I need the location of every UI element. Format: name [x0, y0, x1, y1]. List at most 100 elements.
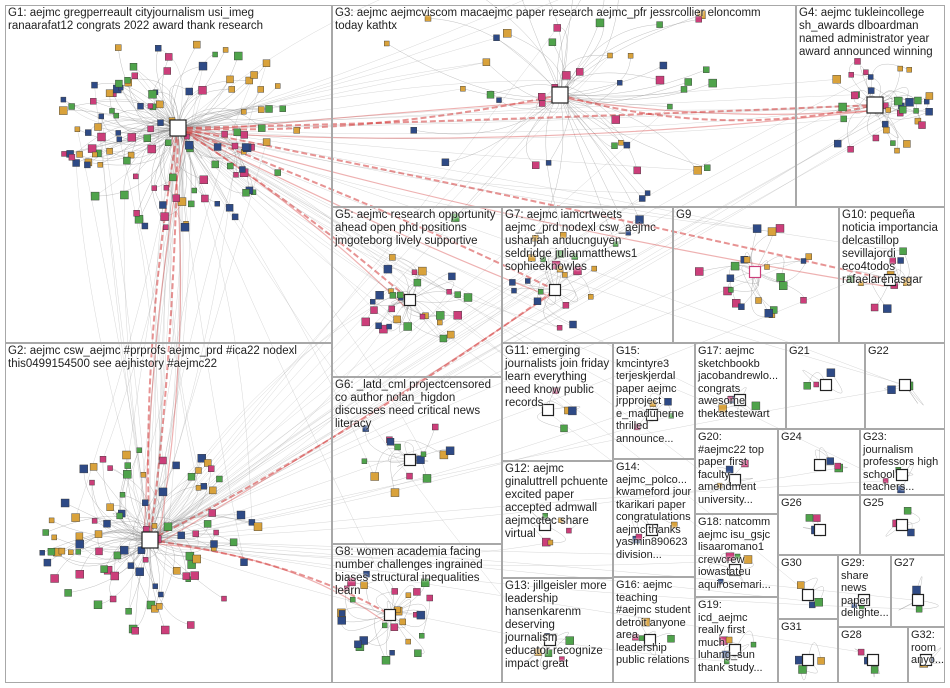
- graph-node: [680, 86, 688, 93]
- group-panel-g5[interactable]: G5: aejmc research opportunity ahead ope…: [332, 207, 502, 377]
- group-panel-g25[interactable]: G25: [860, 495, 945, 555]
- graph-node: [671, 521, 678, 529]
- edge: [177, 118, 297, 131]
- graph-node: [142, 499, 149, 506]
- hub-node: [813, 458, 827, 472]
- group-label-g20: G20: #aejmc22 top paper first faculty am…: [698, 431, 765, 506]
- graph-node: [418, 266, 427, 276]
- group-panel-g19[interactable]: G19: icd_aejmc really first much luhang_…: [695, 597, 778, 683]
- graph-node: [545, 160, 552, 166]
- graph-node: [163, 185, 170, 191]
- graph-node: [169, 173, 177, 182]
- edge: [526, 94, 561, 166]
- graph-node: [375, 322, 382, 329]
- graph-node: [199, 175, 209, 185]
- edge: [531, 254, 558, 291]
- graph-node: [743, 555, 753, 564]
- graph-node: [800, 258, 807, 264]
- graph-node: [813, 381, 819, 388]
- group-label-g15: G15: kmcintyre3 terjeskjerdal paper aejm…: [616, 345, 684, 445]
- group-label-g8: G8: women academia facing number challen…: [335, 546, 483, 597]
- graph-node: [617, 80, 623, 86]
- graph-node: [226, 162, 234, 170]
- group-panel-g31[interactable]: G31: [778, 619, 838, 683]
- graph-node: [68, 154, 76, 161]
- graph-node: [91, 518, 98, 524]
- group-panel-g12[interactable]: G12: aejmc ginaluttrell pchuente excited…: [502, 461, 613, 578]
- group-panel-g24[interactable]: G24: [778, 429, 860, 495]
- graph-node: [566, 527, 572, 534]
- group-panel-g30[interactable]: G30: [778, 555, 838, 619]
- group-panel-g29[interactable]: G29: share news paper delighte...: [838, 555, 891, 627]
- graph-node: [918, 121, 926, 129]
- node-layer: [39, 10, 934, 674]
- group-panel-g9[interactable]: G9: [673, 207, 839, 343]
- group-panel-g10[interactable]: G10: pequeña noticia importancia delcast…: [839, 207, 945, 343]
- group-panel-g21[interactable]: G21: [786, 343, 865, 429]
- graph-node: [539, 100, 546, 107]
- graph-node: [51, 534, 57, 541]
- group-panel-g14[interactable]: G14: aejmc_polco... kwameford jour tkari…: [613, 459, 695, 577]
- edge: [177, 127, 907, 388]
- group-panel-g1[interactable]: G1: aejmc gregperreault cityjournalism u…: [5, 5, 332, 343]
- graph-node: [894, 96, 903, 106]
- edge: [149, 295, 394, 541]
- group-panel-g7[interactable]: G7: aejmc iamcrtweets aejmc_prd nodexl c…: [502, 207, 673, 343]
- graph-node: [411, 269, 418, 275]
- group-panel-g6[interactable]: G6: _latd_cml projectcensored co author …: [332, 377, 502, 544]
- graph-node: [115, 79, 123, 88]
- graph-node: [635, 215, 644, 224]
- graph-node: [95, 547, 103, 556]
- group-panel-g32[interactable]: G32: room anyo...: [908, 627, 945, 683]
- graph-node: [612, 241, 619, 247]
- edge: [149, 522, 215, 545]
- graph-node: [50, 574, 59, 583]
- graph-node: [156, 603, 163, 610]
- graph-node: [413, 588, 421, 596]
- group-panel-g15[interactable]: G15: kmcintyre3 terjeskjerdal paper aejm…: [613, 343, 695, 459]
- group-panel-g27[interactable]: G27: [891, 555, 945, 627]
- graph-node: [899, 247, 907, 255]
- graph-node: [639, 195, 646, 202]
- graph-node: [362, 425, 369, 432]
- group-panel-g16[interactable]: G16: aejmc teaching #aejmc student detro…: [613, 577, 695, 683]
- graph-node: [265, 105, 273, 113]
- edge: [149, 294, 380, 541]
- graph-node: [894, 147, 900, 154]
- graph-node: [732, 299, 741, 308]
- edge: [559, 94, 640, 220]
- group-panel-g23[interactable]: G23: journalism professors high school t…: [860, 429, 945, 495]
- group-panel-g22[interactable]: G22: [865, 343, 945, 429]
- group-panel-g17[interactable]: G17: aejmc sketchbookb jacobandrewlo... …: [695, 343, 786, 429]
- group-panel-g20[interactable]: G20: #aejmc22 top paper first faculty am…: [695, 429, 778, 514]
- hub-node: [895, 468, 909, 482]
- edge: [455, 94, 561, 218]
- graph-node: [209, 486, 217, 495]
- graph-node: [649, 400, 657, 407]
- graph-node: [109, 108, 115, 114]
- edge: [177, 127, 230, 208]
- group-panel-g2[interactable]: G2: aejmc csw_aejmc #prprofs aejmc_prd #…: [5, 343, 332, 683]
- graph-node: [832, 75, 841, 84]
- graph-node: [421, 578, 430, 587]
- group-panel-g26[interactable]: G26: [778, 495, 860, 555]
- group-panel-g3[interactable]: G3: aejmc aejmcviscom macaejmc paper res…: [332, 5, 796, 207]
- group-panel-g8[interactable]: G8: women academia facing number challen…: [332, 544, 502, 683]
- group-label-g11: G11: emerging journalists join friday le…: [505, 345, 610, 409]
- graph-node: [344, 585, 350, 592]
- edge: [79, 537, 151, 575]
- group-panel-g18[interactable]: G18: natcomm aejmc isu_gsjc lisaaromano1…: [695, 514, 778, 597]
- group-panel-g28[interactable]: G28: [838, 627, 908, 683]
- group-panel-g13[interactable]: G13: jillgeisler more leadership hansenk…: [502, 578, 613, 683]
- graph-node: [764, 309, 773, 318]
- group-panel-g11[interactable]: G11: emerging journalists join friday le…: [502, 343, 613, 461]
- graph-node: [419, 633, 425, 639]
- edge: [904, 384, 924, 406]
- graph-node: [486, 91, 495, 99]
- edge: [102, 127, 179, 460]
- edge: [177, 124, 243, 170]
- graph-node: [848, 72, 854, 78]
- graph-node: [840, 115, 847, 123]
- graph-node: [192, 530, 200, 537]
- group-panel-g4[interactable]: G4: aejmc tukleincollege sh_awards dlboa…: [796, 5, 945, 207]
